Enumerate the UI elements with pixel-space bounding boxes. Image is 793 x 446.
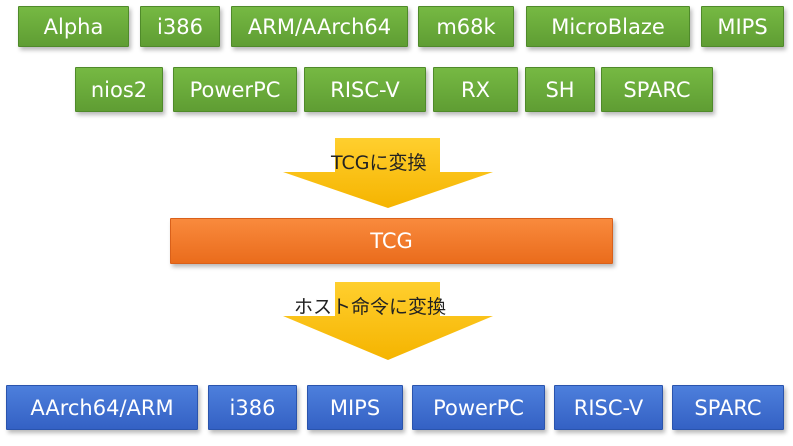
- host-arch-i386: i386: [208, 385, 297, 430]
- guest-arch-sparc: SPARC: [601, 67, 713, 112]
- host-arch-powerpc: PowerPC: [412, 385, 545, 430]
- guest-arch-powerpc: PowerPC: [173, 67, 297, 112]
- arrow-label-convert-to-tcg: TCGに変換: [331, 152, 427, 174]
- guest-arch-nios2: nios2: [75, 67, 163, 112]
- guest-arch-alpha: Alpha: [18, 6, 129, 47]
- host-arch-aarch64-arm: AArch64/ARM: [6, 385, 198, 430]
- guest-arch-i386: i386: [140, 6, 220, 47]
- guest-arch-risc-v: RISC-V: [304, 67, 426, 112]
- guest-arch-arm-aarch64: ARM/AArch64: [231, 6, 408, 47]
- host-arch-risc-v: RISC-V: [554, 385, 663, 430]
- arrow-down-icon-2: [283, 282, 493, 360]
- guest-arch-sh: SH: [525, 67, 595, 112]
- guest-arch-mips: MIPS: [701, 6, 784, 47]
- guest-arch-rx: RX: [433, 67, 518, 112]
- guest-arch-m68k: m68k: [418, 6, 514, 47]
- host-arch-mips: MIPS: [307, 385, 403, 430]
- host-arch-sparc: SPARC: [672, 385, 784, 430]
- tcg-box: TCG: [170, 218, 613, 264]
- guest-arch-microblaze: MicroBlaze: [526, 6, 690, 47]
- arrow-down-icon-1: [283, 138, 493, 208]
- arrow-label-convert-to-host: ホスト命令に変換: [294, 296, 447, 318]
